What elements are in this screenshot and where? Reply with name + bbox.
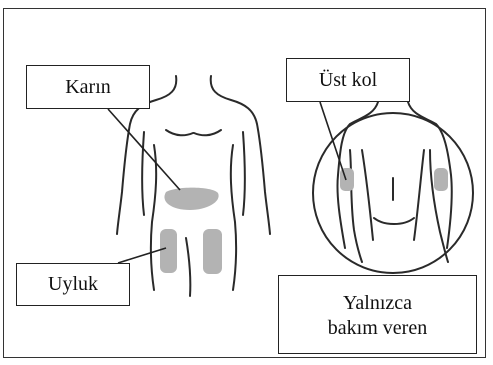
thigh-leader-line: [118, 248, 166, 263]
left-torso: [151, 145, 156, 290]
leader-lines: [108, 102, 346, 263]
crotch-line: [186, 238, 190, 296]
chest-line-right: [194, 130, 221, 135]
back-right-torso: [414, 150, 424, 240]
caregiver-only-label: Yalnızca bakım veren: [278, 275, 477, 354]
abdomen-label: Karın: [26, 65, 150, 109]
left-upper-arm-injection-site: [340, 168, 354, 191]
abdomen-injection-site: [164, 188, 218, 210]
body-right-outline: [211, 76, 270, 234]
right-thigh-injection-site: [203, 229, 222, 274]
upper-arm-label: Üst kol: [286, 58, 410, 102]
left-thigh-injection-site: [160, 229, 177, 273]
back-right-arm-inner: [430, 150, 448, 262]
chest-line-left: [166, 130, 193, 135]
left-arm-inner: [142, 132, 144, 215]
back-waist-line: [374, 218, 414, 224]
abdomen-leader-line: [108, 109, 180, 190]
thigh-label: Uyluk: [16, 263, 130, 306]
front-injection-sites: [160, 188, 222, 274]
right-upper-arm-injection-site: [434, 168, 448, 191]
back-left-torso: [362, 150, 373, 240]
front-body-figure: [117, 76, 270, 296]
right-torso: [231, 145, 236, 290]
right-arm-inner: [243, 132, 245, 215]
back-view-figure: [313, 102, 473, 273]
back-left-arm-inner: [350, 150, 362, 262]
